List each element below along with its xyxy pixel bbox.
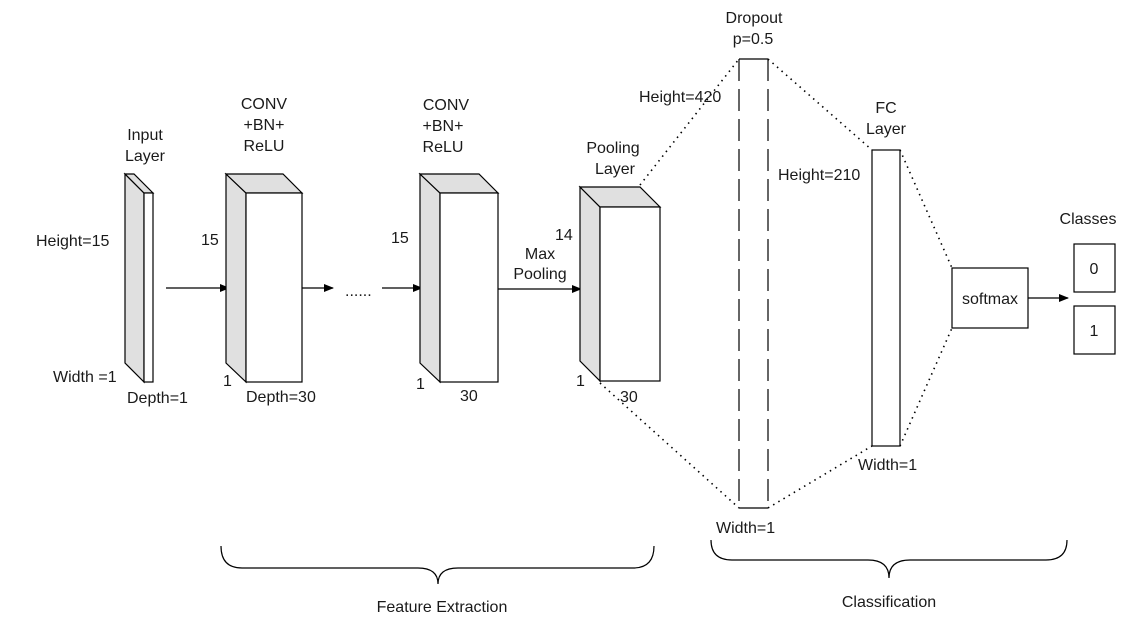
conv1-height-label: 15 [201, 232, 219, 249]
input-layer-height-label: Height=15 [36, 233, 109, 250]
fc-layer-title-1: FC [875, 100, 896, 117]
dropout-width-label: Width=1 [716, 520, 775, 537]
input-layer-front [143, 192, 154, 383]
softmax-box [951, 267, 1029, 329]
conv1-depth-label: Depth=30 [246, 389, 316, 406]
conv2-width-label: 1 [416, 376, 425, 393]
feature-extraction-brace [220, 545, 655, 585]
connector-fc-to-softmax-top [899, 149, 953, 269]
conv1-width-label: 1 [223, 373, 232, 390]
dropout-title-1: Dropout [726, 10, 783, 27]
class-box-1 [1073, 305, 1116, 355]
pooling-layer-front [599, 206, 661, 382]
dropout-title-2: p=0.5 [733, 31, 774, 48]
conv2-title-2: +BN+ [423, 118, 464, 135]
connector-pool-to-dropout-bottom [599, 382, 740, 509]
conv1-title-2: +BN+ [244, 117, 285, 134]
input-layer-title-2: Layer [125, 148, 166, 165]
pooling-layer-depth-label: 30 [620, 389, 638, 406]
feature-extraction-label: Feature Extraction [377, 599, 508, 616]
conv1-block [224, 172, 304, 384]
conv2-title-1: CONV [423, 97, 470, 114]
class-label-1: 1 [1090, 323, 1099, 340]
connector-pool-to-dropout-top [639, 58, 740, 186]
conv2-depth-label: 30 [460, 388, 478, 405]
dropout-layer-block [738, 58, 769, 509]
dropout-height-label: Height=420 [639, 89, 721, 106]
input-layer-depth-label: Depth=1 [127, 390, 188, 407]
classes-title: Classes [1060, 211, 1117, 228]
max-pooling-label-1: Max [525, 246, 555, 263]
conv1-title-1: CONV [241, 96, 288, 113]
pooling-layer-block [578, 185, 662, 383]
pooling-layer-side [579, 185, 601, 383]
conv2-block [418, 172, 500, 384]
fc-layer-height-label: Height=210 [778, 167, 860, 184]
conv2-title-3: ReLU [423, 139, 464, 156]
input-layer-width-label: Width =1 [53, 369, 117, 386]
pooling-layer-title-1: Pooling [586, 140, 639, 157]
conv1-title-3: ReLU [244, 138, 285, 155]
class-box-0 [1073, 243, 1116, 293]
classification-brace [710, 539, 1068, 579]
ellipsis-text: ...... [345, 283, 372, 300]
fc-layer-block [871, 149, 901, 447]
input-layer-title-1: Input [127, 127, 163, 144]
connector-dropout-to-fc-top [767, 58, 873, 151]
class-label-0: 0 [1090, 261, 1099, 278]
conv2-side [419, 172, 441, 384]
conv2-height-label: 15 [391, 230, 409, 247]
fc-layer-width-label: Width=1 [858, 457, 917, 474]
pooling-layer-title-2: Layer [595, 161, 636, 178]
softmax-label: softmax [962, 291, 1018, 308]
pooling-layer-width-label: 1 [576, 373, 585, 390]
fc-layer-title-2: Layer [866, 121, 907, 138]
classification-label: Classification [842, 594, 936, 611]
pooling-layer-height-label: 14 [555, 227, 573, 244]
max-pooling-label-2: Pooling [513, 266, 566, 283]
conv1-front [245, 192, 303, 383]
connector-dropout-to-fc-bottom [767, 445, 873, 509]
conv2-front [439, 192, 499, 383]
input-layer-side [124, 172, 145, 384]
conv1-side [225, 172, 247, 384]
input-layer-block [123, 172, 155, 384]
connector-fc-to-softmax-bottom [899, 327, 953, 447]
